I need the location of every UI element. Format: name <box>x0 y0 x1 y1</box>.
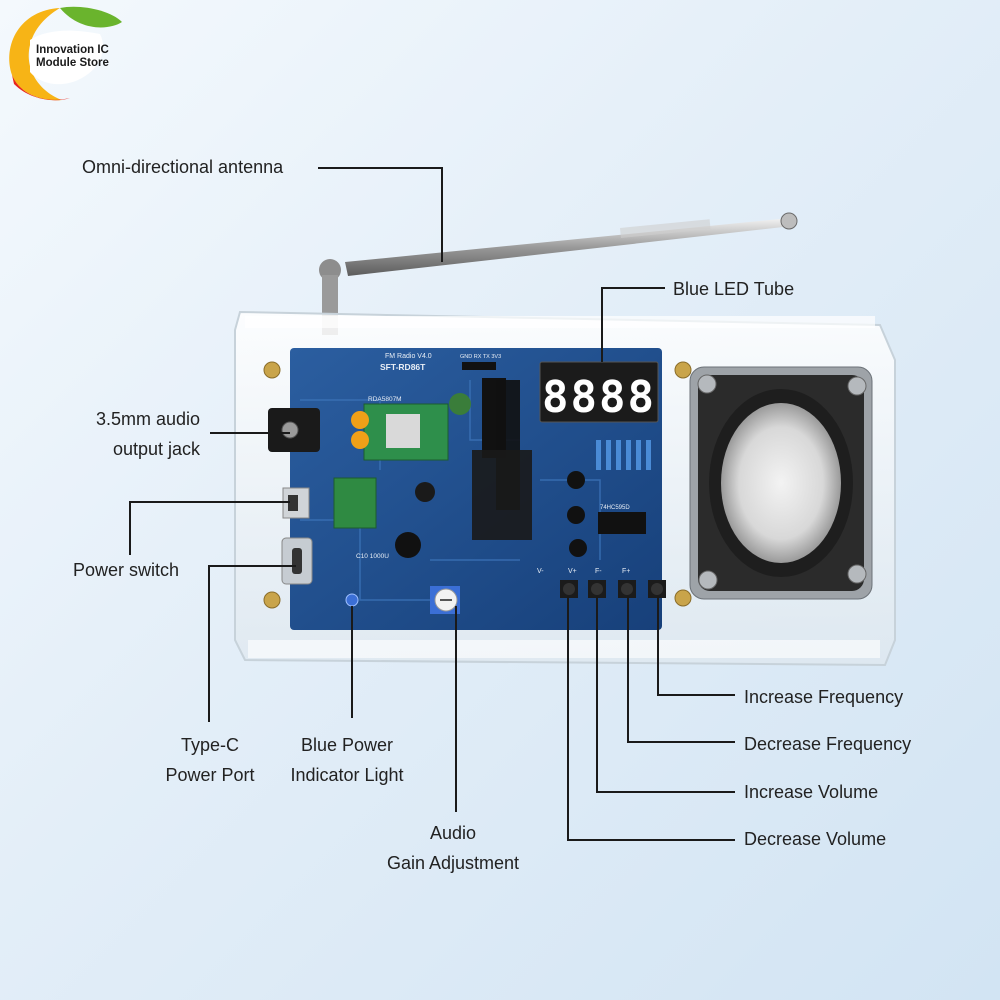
speaker <box>689 366 873 600</box>
led-tube-leader <box>601 287 665 362</box>
label-audio-jack-line2: output jack <box>112 439 200 459</box>
logo-white-body <box>30 30 104 85</box>
label-audio-gain-line2: Gain Adjustment <box>386 853 520 873</box>
led-tube-display: 8888 <box>539 361 659 423</box>
type-c-leader <box>208 565 296 722</box>
label-increase-frequency: Increase Frequency <box>744 687 904 707</box>
label-audio-gain: Audio Gain Adjustment <box>387 818 519 878</box>
power-switch-leader <box>129 501 290 555</box>
store-logo <box>9 6 122 101</box>
resistor-array <box>596 440 651 470</box>
chip-label: RDA5807M <box>368 396 402 403</box>
button-label-v-minus: V- <box>537 568 544 575</box>
control-buttons <box>560 580 666 598</box>
button-label-f-plus: F+ <box>622 568 630 575</box>
increase-volume-leader <box>596 596 735 793</box>
ic-label: 74HC595D <box>600 505 630 511</box>
button-label-v-plus: V+ <box>568 568 577 575</box>
button-label-f-minus: F- <box>595 568 602 575</box>
label-audio-jack-line1: 3.5mm audio <box>95 409 200 429</box>
antenna <box>319 212 798 335</box>
label-type-c-line1: Type-C <box>180 735 240 755</box>
label-type-c: Type-C Power Port <box>165 730 254 790</box>
label-decrease-frequency: Decrease Frequency <box>744 734 912 754</box>
shift-register-ic <box>598 512 646 534</box>
label-blue-power-line2: Indicator Light <box>290 765 404 785</box>
label-blue-power: Blue Power Indicator Light <box>290 730 403 790</box>
radio-module: RDA5807M <box>363 396 449 461</box>
label-antenna: Omni-directional antenna <box>82 157 284 177</box>
logo-text: Innovation IC Module Store <box>36 44 109 70</box>
label-blue-power-line1: Blue Power <box>300 735 394 755</box>
antenna-leader <box>318 167 443 262</box>
led-digits: 8888 <box>542 372 656 423</box>
logo-yellow-leaf <box>9 8 62 101</box>
decrease-frequency-leader <box>627 596 735 743</box>
board-title: FM Radio V4.0 <box>385 353 432 360</box>
label-audio-jack: 3.5mm audio output jack <box>60 404 200 464</box>
logo-line2: Module Store <box>36 57 109 69</box>
label-led-tube: Blue LED Tube <box>673 279 795 299</box>
power-module <box>333 477 377 529</box>
main-capacitor <box>395 532 421 558</box>
increase-frequency-leader <box>657 596 735 696</box>
pin-header-label: GND RX TX 3V3 <box>460 354 501 360</box>
logo-line1: Innovation IC <box>36 44 109 56</box>
label-audio-gain-line1: Audio <box>429 823 477 843</box>
label-power-switch: Power switch <box>73 560 180 580</box>
label-increase-volume: Increase Volume <box>744 782 879 802</box>
decrease-volume-leader <box>567 596 735 841</box>
label-type-c-line2: Power Port <box>165 765 255 785</box>
label-decrease-volume: Decrease Volume <box>744 829 887 849</box>
capacitor-label: C10 1000U <box>356 553 389 560</box>
board-model: SFT-RD86T <box>380 362 426 372</box>
logo-green-leaf <box>60 6 122 28</box>
